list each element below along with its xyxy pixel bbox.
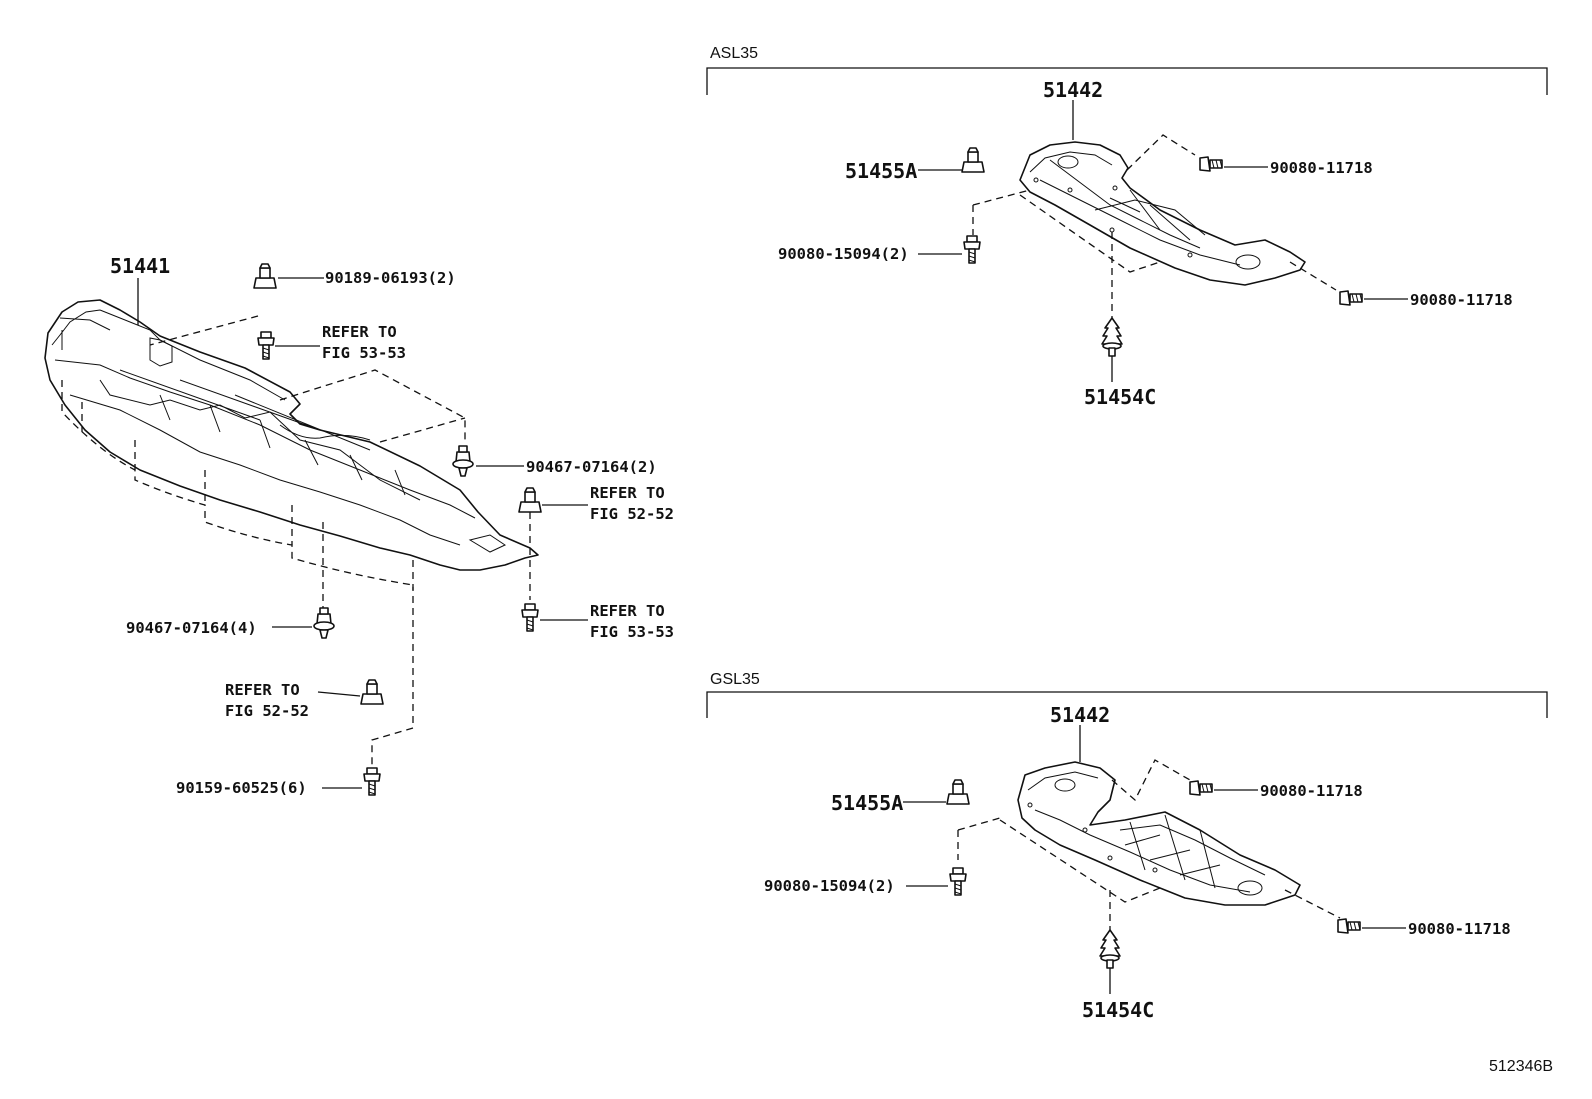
part-number-51441: 51441 [110, 254, 170, 278]
label-refer-to-low-1: REFER TO [590, 602, 665, 620]
label-90189-06193: 90189-06193(2) [325, 269, 456, 287]
label-refer-to-top-2: FIG 53-53 [322, 344, 406, 362]
label-refer-to-mid-2: FIG 52-52 [590, 505, 674, 523]
bolt-90080-11718-bottom-gsl35: 90080-11718 [1337, 918, 1511, 938]
label-refer-to-bottom-1: REFER TO [225, 681, 300, 699]
screw-90159-60525: 90159-60525(6) [176, 767, 381, 797]
part-number-51442-asl35: 51442 [1043, 78, 1103, 102]
label-refer-to-bottom-2: FIG 52-52 [225, 702, 309, 720]
nut-51455a-gsl35: 51455A [831, 779, 970, 815]
nut-refer-52-52-right: REFER TO FIG 52-52 [518, 484, 674, 523]
label-90080-15094-asl35: 90080-15094(2) [778, 245, 909, 263]
label-51454c-gsl35: 51454C [1082, 998, 1154, 1022]
label-90467-07164-2: 90467-07164(2) [526, 458, 657, 476]
label-51455a-asl35: 51455A [845, 159, 917, 183]
engine-under-cover-front [44, 278, 539, 765]
label-refer-to-top-1: REFER TO [322, 323, 397, 341]
bolt-90080-15094-asl35: 90080-15094(2) [778, 235, 981, 264]
label-51454c-asl35: 51454C [1084, 385, 1156, 409]
engine-under-cover-rear-asl35 [972, 100, 1337, 322]
bolt-90080-11718-top-gsl35: 90080-11718 [1189, 780, 1363, 800]
bolt-90080-11718-top-asl35: 90080-11718 [1199, 156, 1373, 177]
label-90080-11718-bottom-gsl35: 90080-11718 [1408, 920, 1511, 938]
label-90080-11718-bottom-asl35: 90080-11718 [1410, 291, 1513, 309]
label-refer-to-mid-1: REFER TO [590, 484, 665, 502]
label-90080-11718-top-asl35: 90080-11718 [1270, 159, 1373, 177]
figure-code: 512346B [1489, 1058, 1553, 1075]
label-90467-07164-4: 90467-07164(4) [126, 619, 257, 637]
label-51455a-gsl35: 51455A [831, 791, 903, 815]
engine-under-cover-rear-gsl35 [957, 725, 1341, 932]
section-label-gsl35: GSL35 [710, 671, 760, 688]
clip-90467-07164-4: 90467-07164(4) [126, 607, 335, 639]
nut-refer-52-52-bottom: REFER TO FIG 52-52 [225, 679, 384, 720]
bolt-refer-53-53-top: REFER TO FIG 53-53 [257, 323, 406, 362]
part-number-51442-gsl35: 51442 [1050, 703, 1110, 727]
bolt-90080-11718-bottom-asl35: 90080-11718 [1339, 290, 1513, 309]
nut-51455a-asl35: 51455A [845, 147, 985, 183]
label-90159-60525: 90159-60525(6) [176, 779, 307, 797]
clip-90467-07164-2: 90467-07164(2) [452, 445, 657, 477]
label-90080-15094-gsl35: 90080-15094(2) [764, 877, 895, 895]
clip-51454c-gsl35: 51454C [1082, 929, 1154, 1022]
label-90080-11718-top-gsl35: 90080-11718 [1260, 782, 1363, 800]
bracket-gsl35 [706, 691, 1548, 718]
bracket-asl35 [706, 67, 1548, 95]
section-label-asl35: ASL35 [710, 45, 758, 62]
bolt-90080-15094-gsl35: 90080-15094(2) [764, 867, 967, 896]
clip-51454c-asl35: 51454C [1084, 317, 1156, 409]
bolt-refer-53-53-right: REFER TO FIG 53-53 [521, 602, 674, 641]
clip-90189-06193: 90189-06193(2) [253, 263, 456, 289]
label-refer-to-low-2: FIG 53-53 [590, 623, 674, 641]
